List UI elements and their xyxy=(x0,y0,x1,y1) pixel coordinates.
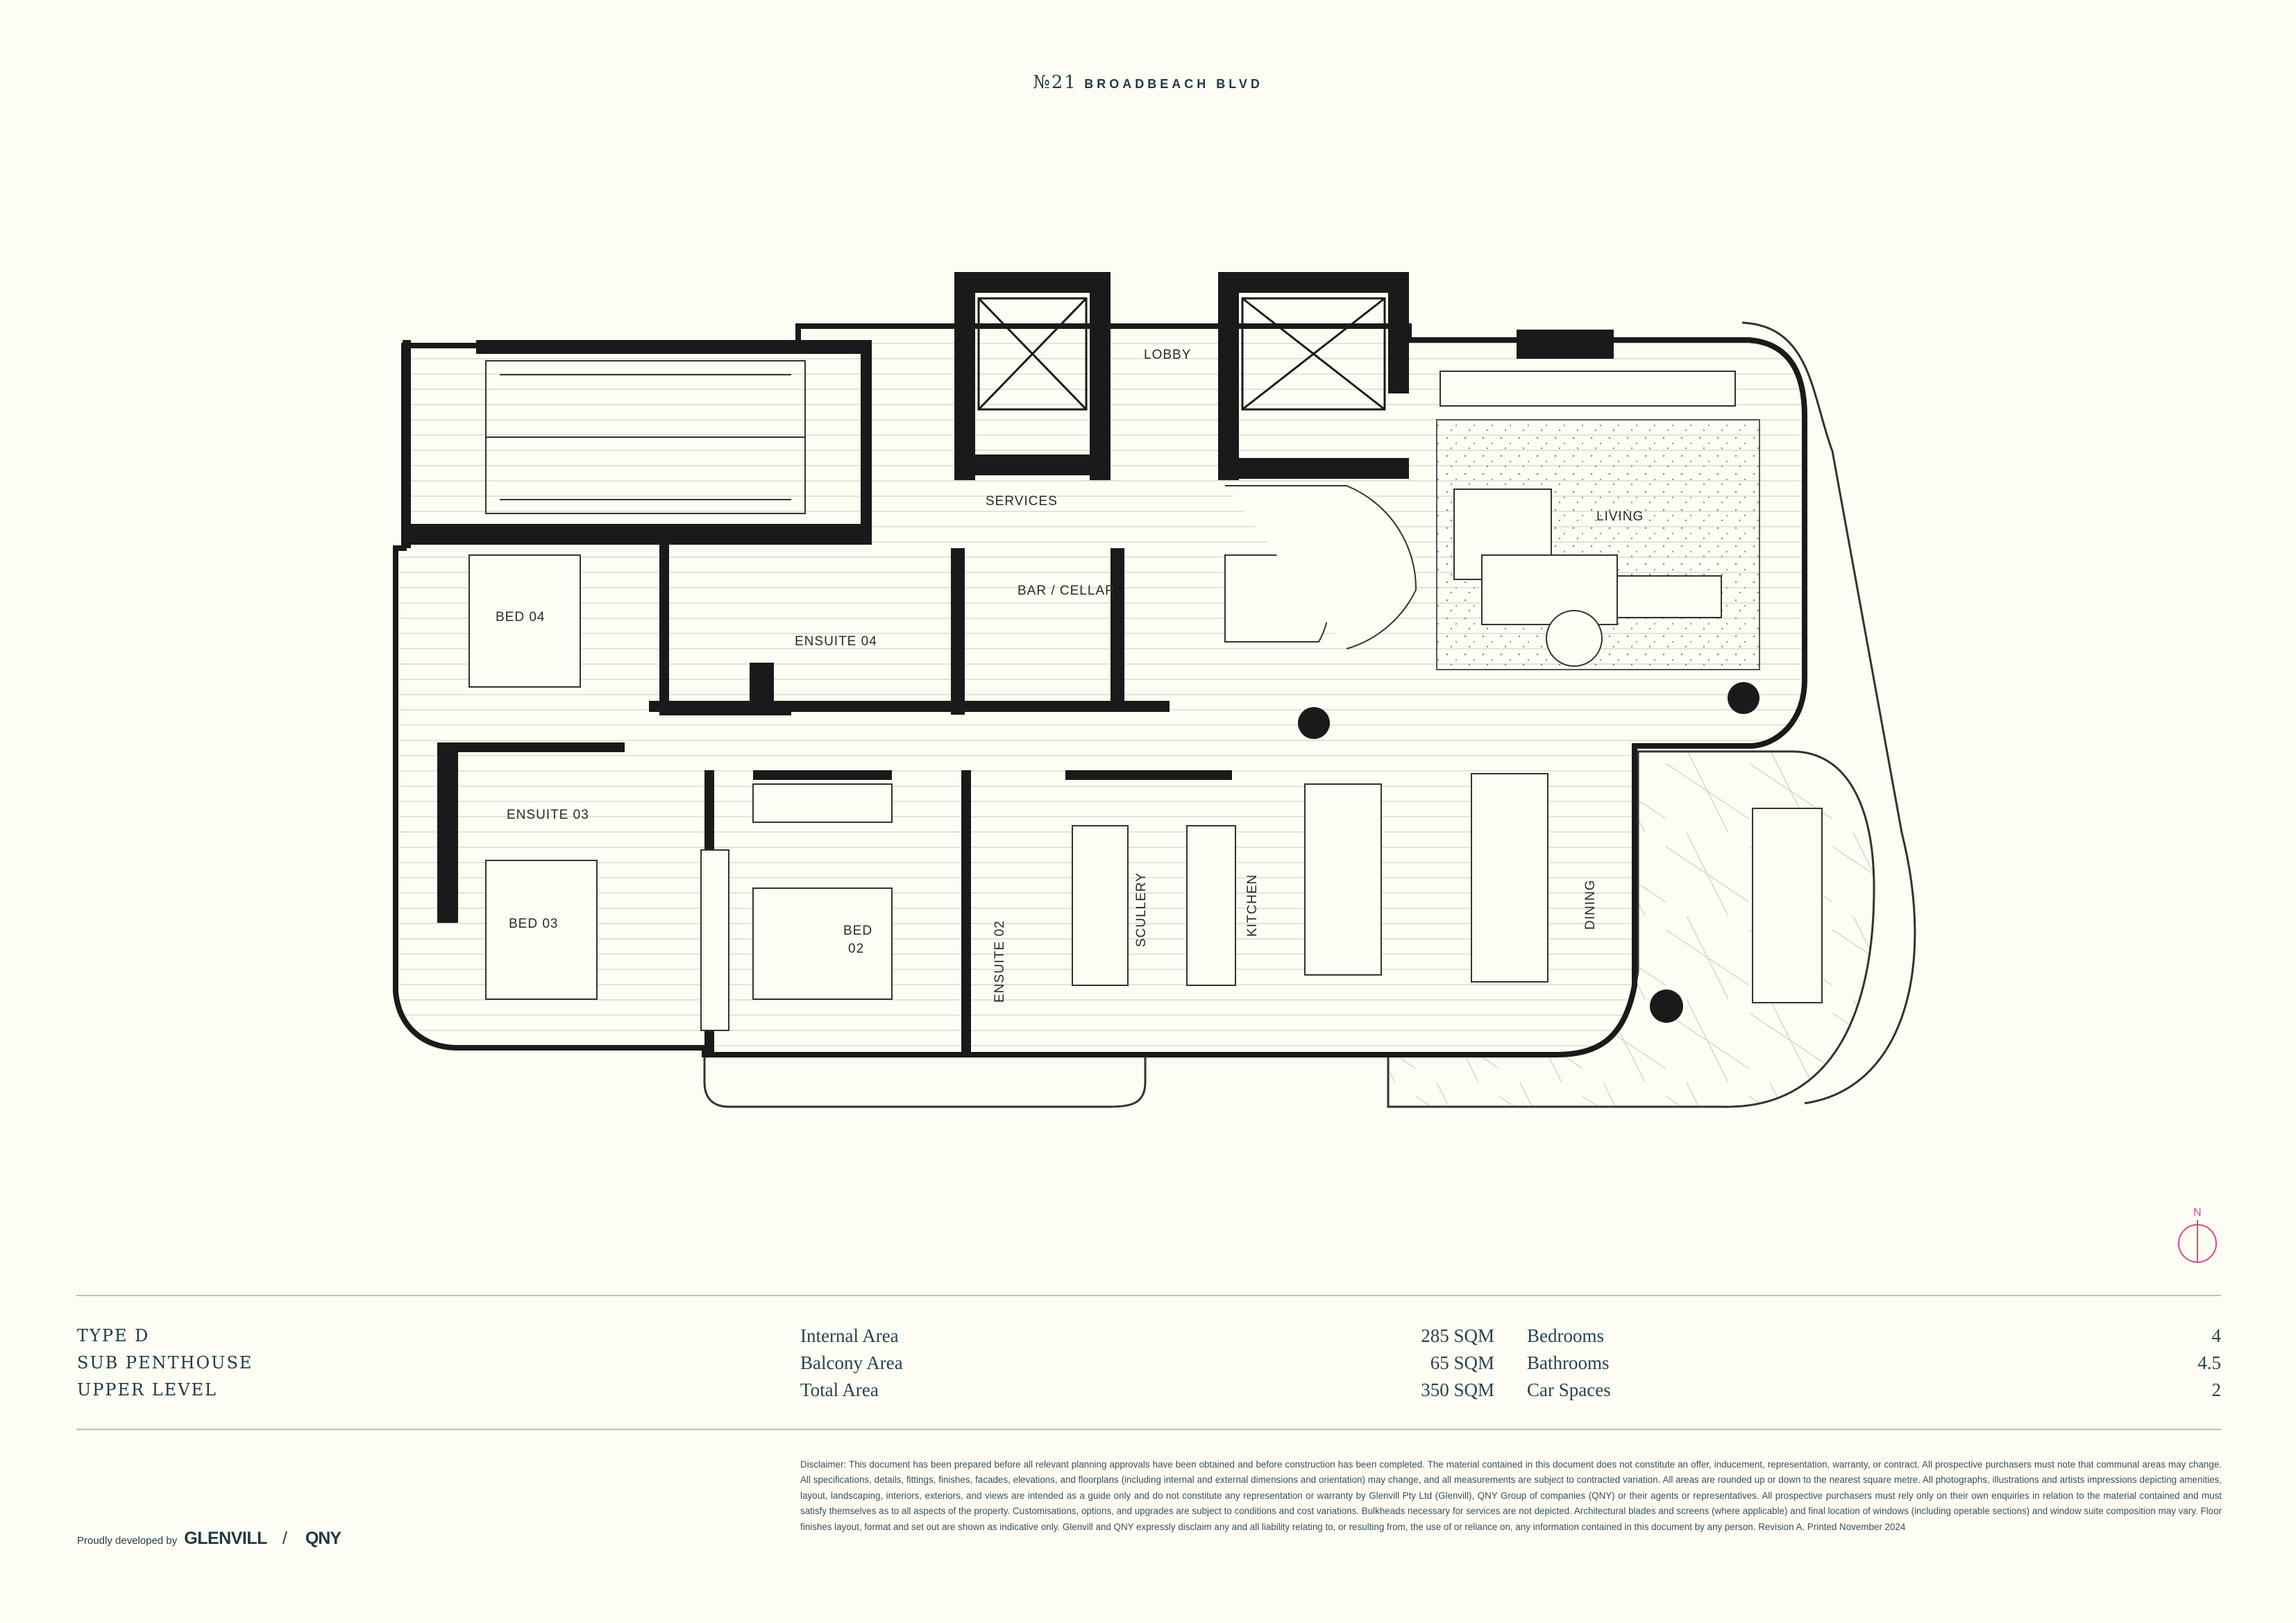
room-kitchen: KITCHEN xyxy=(1245,874,1260,937)
unit-type: TYPE D xyxy=(77,1326,150,1345)
room-services: SERVICES xyxy=(986,494,1058,509)
developer-credit: Proudly developed by GLENVILL / QNY xyxy=(77,1529,341,1549)
wall-segments xyxy=(403,272,1614,1055)
room-ensuite-02: ENSUITE 02 xyxy=(993,920,1007,1003)
furniture xyxy=(700,371,1823,1031)
feature-stair xyxy=(1224,485,1417,649)
fire-stairs xyxy=(485,360,806,514)
south-balcony xyxy=(703,1053,1147,1108)
room-lobby: LOBBY xyxy=(1144,348,1191,362)
room-bed-02-line2: 02 xyxy=(848,942,864,956)
divider-bottom xyxy=(76,1429,2221,1430)
north-label: N xyxy=(2193,1207,2202,1218)
logo-separator: / xyxy=(282,1529,287,1548)
room-living: LIVING xyxy=(1596,509,1644,524)
page-header: №21 BROADBEACH BLVD xyxy=(0,72,2296,93)
floor-plan: LOBBY SERVICES BAR / CELLAR LIVING BED 0… xyxy=(393,272,1916,1108)
room-scullery: SCULLERY xyxy=(1134,872,1149,947)
building-street: BROADBEACH BLVD xyxy=(1084,77,1263,91)
room-ensuite-04: ENSUITE 04 xyxy=(795,634,877,649)
glenvill-logo: GLENVILL xyxy=(184,1529,267,1548)
developer-prefix: Proudly developed by xyxy=(77,1535,178,1547)
unit-level: UPPER LEVEL xyxy=(77,1380,217,1400)
room-bar-cellar: BAR / CELLAR xyxy=(1018,584,1115,598)
room-ensuite-03: ENSUITE 03 xyxy=(507,808,589,822)
elevator-shafts xyxy=(977,297,1386,411)
qny-logo: QNY xyxy=(305,1529,341,1548)
unit-description: TYPE D SUB PENTHOUSE UPPER LEVEL xyxy=(77,1323,253,1404)
north-arrow-icon: N xyxy=(2178,1207,2217,1263)
room-dining: DINING xyxy=(1583,880,1598,931)
divider-top xyxy=(76,1295,2221,1296)
beds xyxy=(469,554,893,1000)
room-bed-03: BED 03 xyxy=(509,917,558,931)
structural-columns xyxy=(1298,682,1759,1023)
disclaimer-text: Disclaimer: This document has been prepa… xyxy=(800,1459,2222,1532)
unit-category: SUB PENTHOUSE xyxy=(77,1353,253,1373)
east-balcony-edge xyxy=(1741,321,1916,1105)
room-bed-02-line1: BED xyxy=(843,924,872,938)
room-bed-04: BED 04 xyxy=(496,610,545,624)
building-number: №21 xyxy=(1033,72,1077,93)
